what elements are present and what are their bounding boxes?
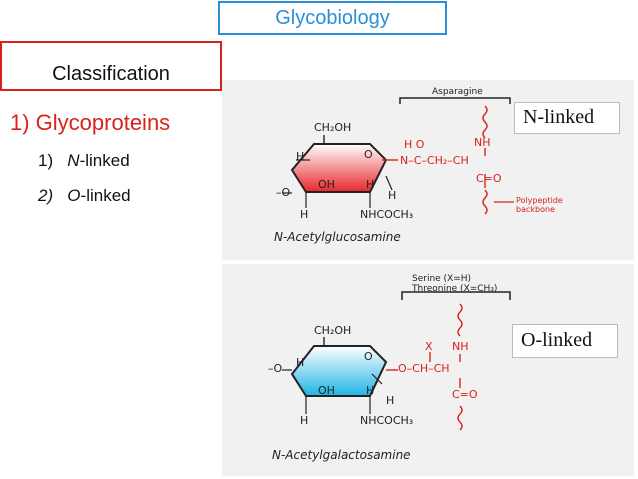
h-label: H bbox=[296, 356, 305, 369]
list-item-n-linked: 1) N-linked bbox=[38, 151, 130, 171]
serine-label: Serine (X=H) bbox=[412, 274, 472, 284]
h-o-label: H O bbox=[404, 138, 425, 151]
o-linked-structure bbox=[282, 291, 511, 431]
h-label: H bbox=[388, 189, 397, 202]
co-label: C=O bbox=[452, 388, 478, 401]
h-label: H bbox=[366, 384, 375, 397]
oh-label: OH bbox=[318, 178, 335, 191]
h-label: H bbox=[300, 414, 309, 427]
list-item-number: 1) bbox=[38, 151, 54, 170]
backbone-wiggle-bottom bbox=[482, 189, 488, 215]
section-label: Classification bbox=[52, 63, 170, 85]
o-linked-box-label: O-linked bbox=[521, 329, 593, 351]
h-label: H bbox=[300, 208, 309, 221]
slide-title: Glycobiology bbox=[218, 1, 447, 35]
o-linked-box: O-linked bbox=[512, 324, 618, 358]
section-box: Classification bbox=[0, 41, 222, 91]
threonine-label: Threonine (X=CH₃) bbox=[412, 284, 498, 294]
co-label: C=O bbox=[476, 172, 502, 185]
o-left-label: –O bbox=[276, 186, 291, 199]
n-caption: N-Acetylglucosamine bbox=[274, 230, 401, 244]
h-label: H bbox=[296, 150, 305, 163]
ch2oh-label: CH₂OH bbox=[314, 121, 352, 134]
list-item-italic: O bbox=[67, 186, 81, 205]
n-linked-structure bbox=[282, 97, 514, 215]
list-item-o-linked: 2) O-linked bbox=[38, 186, 131, 206]
h-label: H bbox=[366, 178, 375, 191]
backbone-wiggle-top bbox=[482, 105, 488, 139]
nh-label: NH bbox=[474, 136, 491, 149]
o-left-label: –O bbox=[268, 362, 283, 375]
x-label: X bbox=[425, 340, 433, 353]
nh-label: NH bbox=[452, 340, 469, 353]
h-label: H bbox=[386, 394, 395, 407]
oh-label: OH bbox=[318, 384, 335, 397]
n-linked-diagram: Asparagine N-linked CH₂OH H O OH H H –O … bbox=[222, 80, 634, 260]
nhcoch3-label: NHCOCH₃ bbox=[360, 414, 414, 427]
backbone-wiggle-top bbox=[457, 303, 463, 337]
list-item-text: -linked bbox=[80, 186, 131, 205]
serine-bracket bbox=[401, 291, 511, 300]
n-linked-box: N-linked bbox=[514, 102, 620, 134]
backbone-wiggle-bottom bbox=[457, 405, 463, 431]
chain-label: O–CH–CH bbox=[398, 362, 450, 375]
polypeptide-label: Polypeptide backbone bbox=[516, 196, 563, 214]
chain-label: N–C–CH₂–CH bbox=[400, 154, 469, 167]
o-caption: N-Acetylgalactosamine bbox=[272, 448, 411, 462]
asparagine-label: Asparagine bbox=[432, 87, 483, 97]
heading-glycoproteins: 1) Glycoproteins bbox=[10, 110, 171, 135]
asparagine-bracket bbox=[399, 97, 511, 104]
n-linked-box-label: N-linked bbox=[523, 106, 595, 128]
list-item-text: -linked bbox=[79, 151, 130, 170]
o-linked-diagram: Serine (X=H) Threonine (X=CH₃) O-linked … bbox=[222, 264, 634, 476]
ring-o-label: O bbox=[364, 148, 373, 161]
nhcoch3-label: NHCOCH₃ bbox=[360, 208, 414, 221]
ch2oh-label: CH₂OH bbox=[314, 324, 352, 337]
list-item-number: 2) bbox=[38, 186, 54, 205]
ring-o-label: O bbox=[364, 350, 373, 363]
list-item-italic: N bbox=[67, 151, 80, 170]
